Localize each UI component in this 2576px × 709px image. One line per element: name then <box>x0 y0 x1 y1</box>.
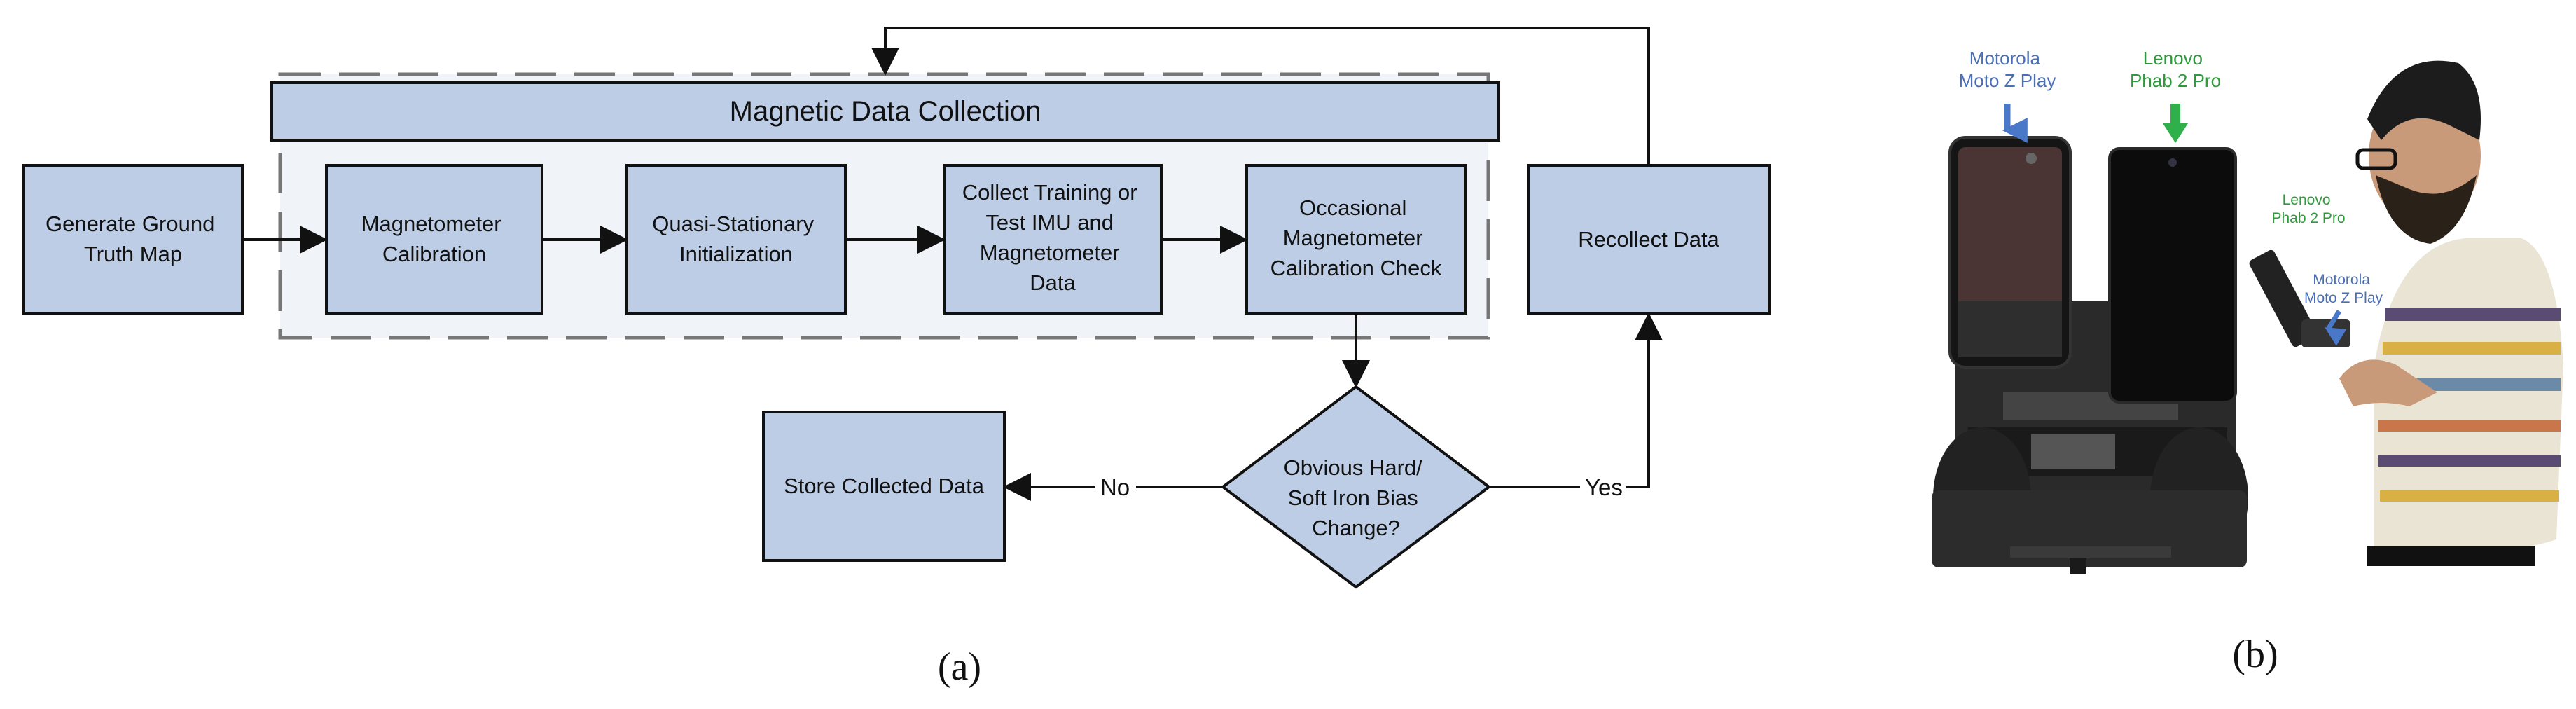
motorola-vehicle-label: Motorola Moto Z Play <box>1959 48 2056 91</box>
motorola-phone-vehicle <box>1948 136 2072 369</box>
edge-no-label: No <box>1100 474 1130 500</box>
photo-panel: Motorola Moto Z Play Lenovo Phab 2 Pro L… <box>1932 48 2563 676</box>
recollect-data-box <box>1527 164 1771 315</box>
caption-b: (b) <box>2232 633 2278 676</box>
calibration-check-box <box>1245 164 1467 315</box>
lenovo-person-label: Lenovo Phab 2 Pro <box>2271 192 2345 226</box>
lenovo-vehicle-label: Lenovo Phab 2 Pro <box>2130 48 2221 91</box>
bias-change-decision-label: Obvious Hard/ Soft Iron Bias Change? <box>1284 455 1429 540</box>
group-header-bar <box>270 81 1500 142</box>
magnetometer-calibration-label: Magnetometer Calibration <box>361 212 508 266</box>
bias-change-decision <box>1220 385 1492 589</box>
flowchart-panel: Magnetic Data Collection Generate Ground… <box>22 27 1771 689</box>
handheld-motorola-device <box>2301 319 2350 347</box>
motorola-person-blue-arrow <box>2325 310 2347 346</box>
generate-ground-truth-box <box>22 164 244 315</box>
lenovo-green-arrow <box>2163 104 2188 143</box>
store-collected-data-label: Store Collected Data <box>784 474 985 498</box>
motorola-person-label: Motorola Moto Z Play <box>2304 272 2383 306</box>
store-collected-data-box <box>762 411 1006 562</box>
quasi-stationary-label: Quasi-Stationary Initialization <box>652 212 820 266</box>
collect-data-label: Collect Training or Test IMU and Magneto… <box>962 180 1143 295</box>
collect-data-box <box>943 164 1163 315</box>
group-title: Magnetic Data Collection <box>730 96 1041 127</box>
calibration-check-label: Occasional Magnetometer Calibration Chec… <box>1270 195 1442 280</box>
person-holding-devices <box>2249 60 2563 566</box>
recollect-data-label: Recollect Data <box>1578 227 1719 252</box>
lenovo-phone-vehicle <box>2108 147 2237 404</box>
magnetometer-calibration-box <box>325 164 543 315</box>
generate-ground-truth-label: Generate Ground Truth Map <box>46 212 221 266</box>
arrow-yes-to-recollect <box>1626 312 1663 488</box>
edge-yes-label: Yes <box>1585 474 1623 500</box>
arrow-recollect-loop-back <box>871 27 1650 165</box>
handheld-lenovo-device <box>2249 249 2318 347</box>
quasi-stationary-box <box>625 164 847 315</box>
caption-a: (a) <box>938 645 981 689</box>
